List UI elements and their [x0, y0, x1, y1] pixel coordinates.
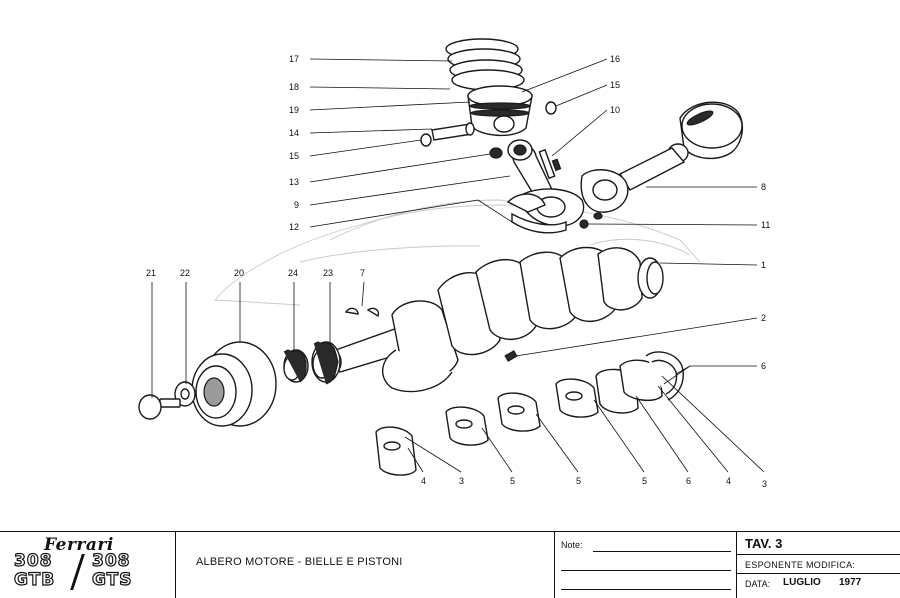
notes-line: [593, 551, 731, 552]
callout-9: 9: [294, 200, 299, 210]
callout-10: 10: [610, 105, 620, 115]
notes-line: [561, 589, 731, 590]
date-label: DATA:: [745, 579, 771, 589]
callout-2: 2: [761, 313, 766, 323]
callout-22: 22: [180, 268, 190, 278]
divider: [737, 573, 900, 574]
callout-5-c: 5: [642, 476, 647, 486]
thrust-washers: [645, 351, 684, 401]
drawing-description: ALBERO MOTORE - BIELLE E PISTONI: [196, 556, 403, 568]
exploded-parts-diagram: 17 18 19 14 15 13 9 12 16 15 10 8 11 1 2…: [138, 38, 770, 489]
callout-15-left: 15: [289, 151, 299, 161]
callout-3-right: 3: [762, 479, 767, 489]
date-year: 1977: [839, 577, 862, 588]
pulley: [191, 341, 277, 427]
notes-line: [561, 570, 731, 571]
crankshaft: [328, 246, 664, 393]
model-separator: [70, 554, 85, 590]
callout-11: 11: [761, 220, 770, 230]
divider: [737, 554, 900, 555]
callout-3-left: 3: [459, 476, 464, 486]
callout-18: 18: [289, 82, 299, 92]
model-variant-left: GTB: [13, 570, 56, 590]
pulley-bolt: [138, 394, 181, 420]
ferrari-logo: Ferrari: [44, 535, 114, 555]
callout-8: 8: [761, 182, 766, 192]
callout-17: 17: [289, 54, 299, 64]
callout-4-right: 4: [726, 476, 731, 486]
callout-6-top: 6: [761, 361, 766, 371]
notes-row-3: [561, 578, 731, 592]
callout-14: 14: [289, 128, 299, 138]
brand-logo-cell: Ferrari 308 GTB 308 GTS: [0, 532, 176, 598]
modification-label: ESPONENTE MODIFICA:: [745, 560, 856, 570]
callout-5-b: 5: [576, 476, 581, 486]
date-month: LUGLIO: [783, 577, 821, 588]
woodruff-keys: [344, 307, 380, 318]
callout-1: 1: [761, 260, 766, 270]
piston: [467, 85, 533, 137]
callout-7: 7: [360, 268, 365, 278]
piston-rings: [445, 38, 525, 91]
model-variant-right: GTS: [91, 570, 133, 590]
callout-4-left: 4: [421, 476, 426, 486]
callout-5-a: 5: [510, 476, 515, 486]
notes-label: Note:: [561, 540, 583, 550]
callout-16: 16: [610, 54, 620, 64]
callout-numbers: 17 18 19 14 15 13 9 12 16 15 10 8 11 1 2…: [146, 54, 770, 489]
model-308-gts: 308 GTS: [91, 551, 133, 590]
model-308-gtb: 308 GTB: [13, 551, 56, 590]
connecting-rod-left: [506, 139, 585, 234]
callout-12: 12: [289, 222, 299, 232]
notes-row-1: Note:: [561, 540, 731, 554]
callout-15-right: 15: [610, 80, 620, 90]
plate-info-cell: TAV. 3 ESPONENTE MODIFICA: DATA: LUGLIO …: [737, 532, 900, 598]
gear-24: [283, 349, 309, 383]
description-cell: ALBERO MOTORE - BIELLE E PISTONI: [176, 532, 555, 598]
title-block: Ferrari 308 GTB 308 GTS ALBERO MOTORE - …: [0, 531, 900, 598]
callout-6-bottom: 6: [686, 476, 691, 486]
callout-19: 19: [289, 105, 299, 115]
leader-lines: [151, 58, 765, 473]
callout-24: 24: [288, 268, 298, 278]
gudgeon-pin: [431, 122, 475, 141]
callout-13: 13: [289, 177, 299, 187]
connecting-rod-assembly-right: [579, 101, 743, 229]
notes-cell: Note:: [555, 532, 737, 598]
model-number-left: 308: [13, 551, 53, 571]
car-silhouette-background: [214, 199, 701, 306]
model-number-right: 308: [91, 551, 131, 571]
main-bearing-shells: [375, 359, 663, 476]
callout-23: 23: [323, 268, 333, 278]
callout-20: 20: [234, 268, 244, 278]
callout-21: 21: [146, 268, 156, 278]
timing-gear: [311, 341, 341, 385]
plate-number: TAV. 3: [745, 536, 783, 551]
dowel: [504, 350, 518, 362]
notes-row-2: [561, 559, 731, 573]
